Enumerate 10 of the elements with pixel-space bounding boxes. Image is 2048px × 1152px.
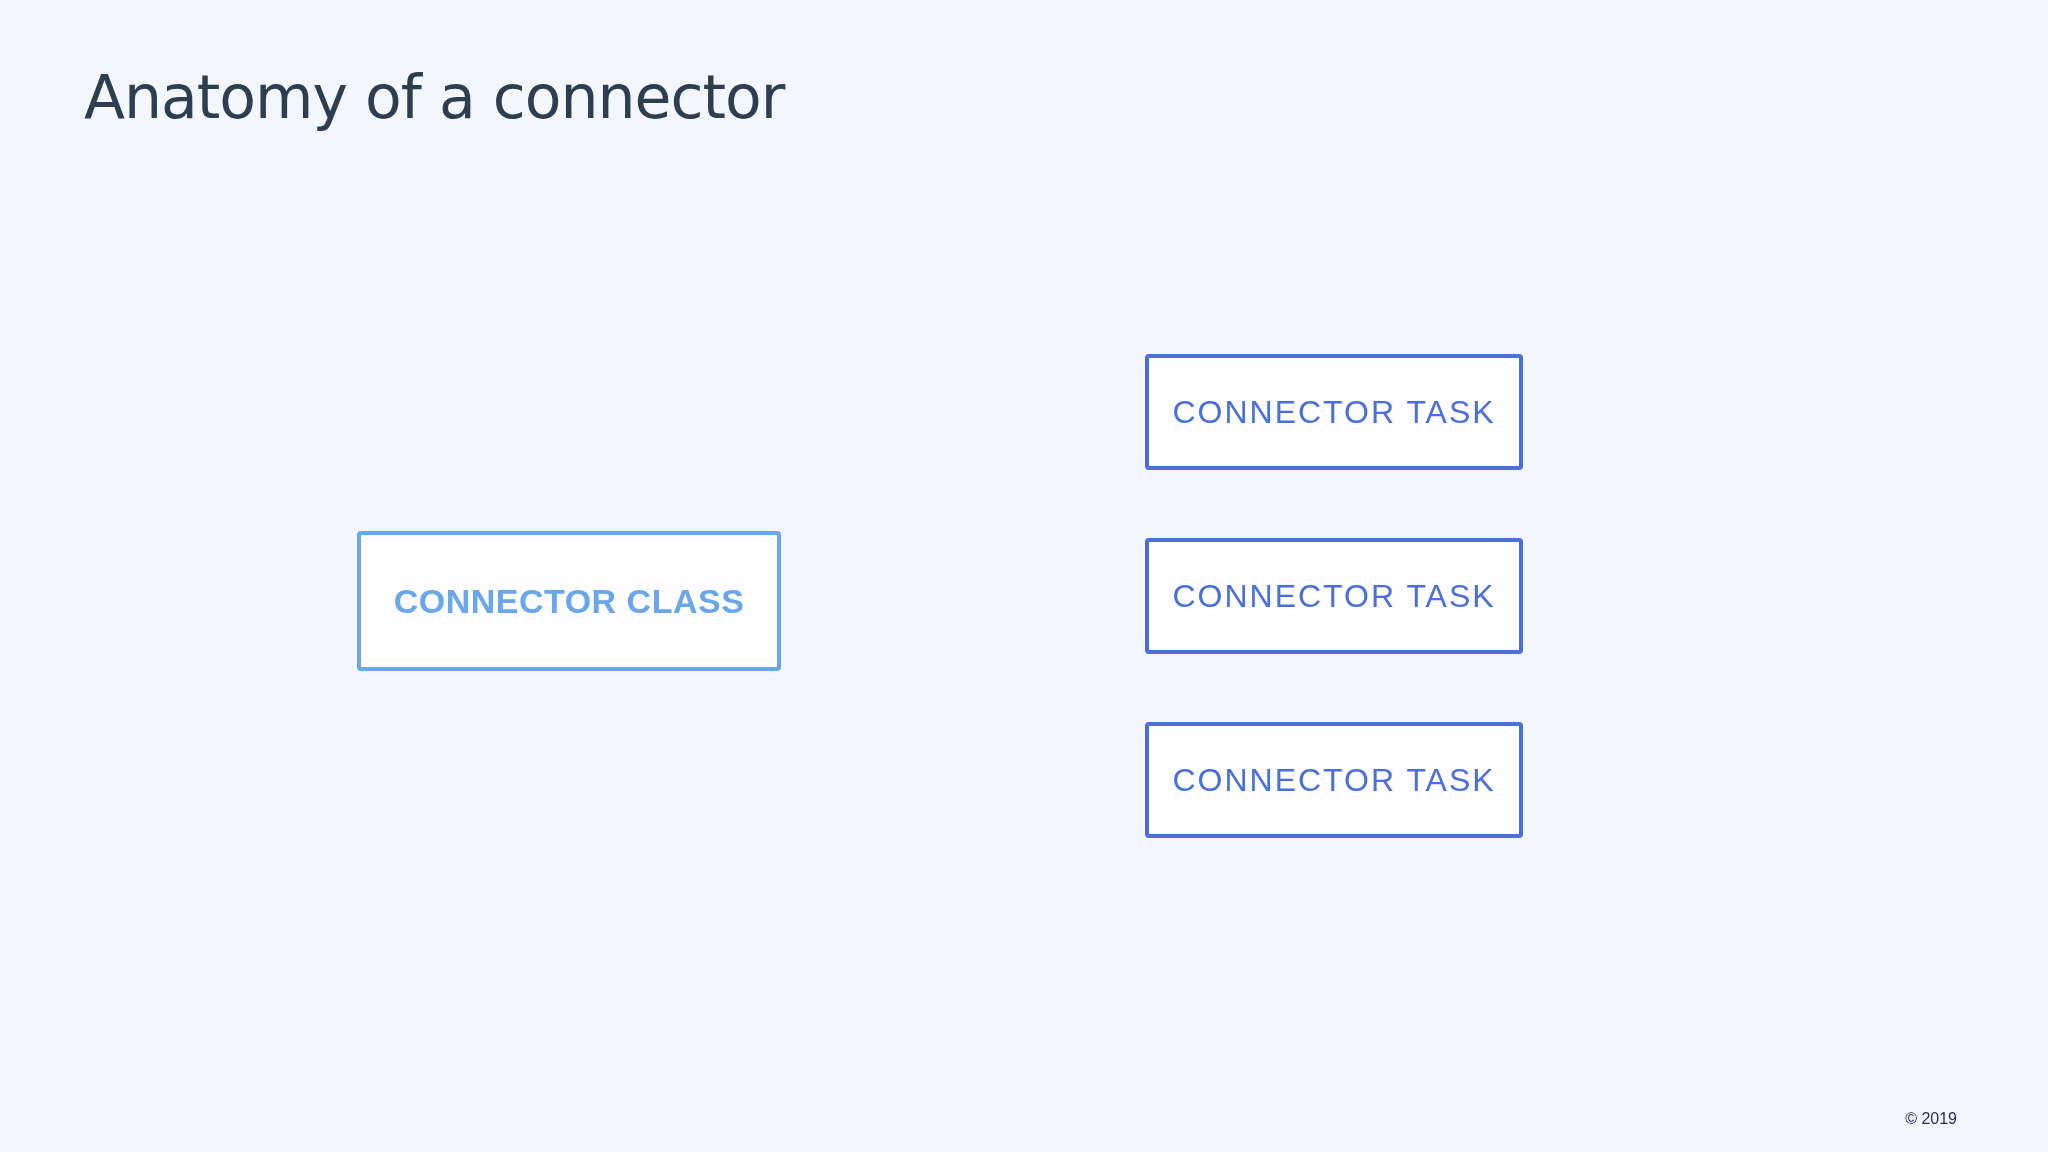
process-box	[1145, 354, 1523, 470]
slide-title: Anatomy of a connector	[84, 62, 785, 132]
box-label: CONNECTOR TASK	[1172, 393, 1496, 431]
process-box	[1145, 722, 1523, 838]
copyright-note: © 2019	[1905, 1110, 1957, 1128]
box-label: CONNECTOR TASK	[1172, 577, 1496, 615]
box-label: CONNECTOR CLASS	[393, 581, 745, 621]
process-box	[357, 531, 781, 671]
process-box	[1145, 538, 1523, 654]
box-label: CONNECTOR TASK	[1172, 761, 1496, 799]
